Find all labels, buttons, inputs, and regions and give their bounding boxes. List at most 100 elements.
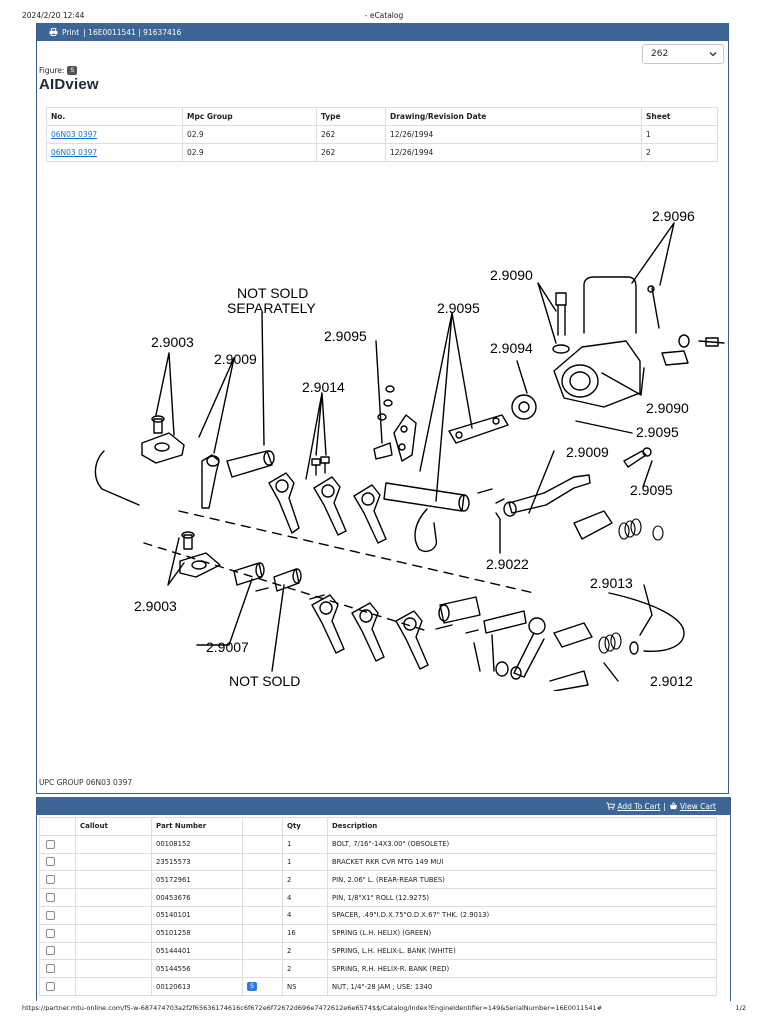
callout-2-9022[interactable]: 2.9022 bbox=[486, 556, 529, 572]
table-row: 06N03 0397 02.9 262 12/26/1994 1 bbox=[46, 125, 718, 144]
figure-badge: S bbox=[67, 66, 78, 75]
col-no: No. bbox=[46, 107, 183, 126]
callout-2-9096[interactable]: 2.9096 bbox=[652, 208, 695, 224]
description-cell: BOLT, 7/16"-14X3.00" (OBSOLETE) bbox=[327, 834, 717, 854]
row-checkbox[interactable] bbox=[46, 982, 55, 992]
row-checkbox[interactable] bbox=[46, 839, 55, 849]
description-cell: SPRING, L.H. HELIX-L. BANK (WHITE) bbox=[327, 941, 717, 961]
parts-panel-header: Add To Cart | View Cart bbox=[37, 797, 730, 815]
add-to-cart-button[interactable]: Add To Cart bbox=[606, 802, 660, 811]
view-cart-label: View Cart bbox=[679, 801, 716, 811]
callout-2-9014[interactable]: 2.9014 bbox=[302, 379, 345, 395]
exploded-parts-drawing[interactable]: 2.9096 2.9090 NOT SOLD SEPARATELY 2.9095… bbox=[84, 193, 758, 691]
badge-cell bbox=[242, 870, 283, 890]
row-checkbox[interactable] bbox=[46, 928, 55, 938]
figure-label: Figure: S bbox=[39, 66, 78, 75]
drawing-link[interactable]: 06N03 0397 bbox=[51, 130, 98, 139]
print-datetime: 2024/2/20 12:44 bbox=[22, 11, 85, 20]
figure-panel-header: Print | 16E0011541 | 91637416 bbox=[37, 23, 728, 41]
table-row: 06N03 0397 02.9 262 12/26/1994 2 bbox=[46, 143, 718, 162]
part-number-cell: 05140101 bbox=[151, 905, 243, 925]
callout-cell bbox=[75, 834, 152, 854]
cart-icon bbox=[606, 802, 616, 810]
badge-cell bbox=[242, 905, 283, 925]
callout-2-9095[interactable]: 2.9095 bbox=[324, 328, 367, 344]
description-cell: BRACKET RKR CVR MTG 149 MUI bbox=[327, 852, 717, 872]
upc-group-caption: UPC GROUP 06N03 0397 bbox=[39, 778, 133, 787]
table-cell: 02.9 bbox=[182, 143, 317, 162]
callout-2-9090[interactable]: 2.9090 bbox=[646, 400, 689, 416]
figure-table-header: No. Mpc Group Type Drawing/Revision Date… bbox=[46, 107, 718, 126]
part-number-cell: 23515573 bbox=[151, 852, 243, 872]
col-sheet: Sheet bbox=[641, 107, 718, 126]
qty-cell: 2 bbox=[282, 870, 328, 890]
drawing-link[interactable]: 06N03 0397 bbox=[51, 148, 98, 157]
supersession-badge[interactable]: S bbox=[247, 982, 257, 992]
callout-labels: 2.9096 2.9090 NOT SOLD SEPARATELY 2.9095… bbox=[134, 208, 695, 689]
view-cart-button[interactable]: View Cart bbox=[669, 802, 716, 811]
callout-cell bbox=[75, 888, 152, 907]
row-checkbox[interactable] bbox=[46, 875, 55, 885]
col-description: Description bbox=[327, 817, 717, 836]
callout-2-9013[interactable]: 2.9013 bbox=[590, 575, 633, 591]
callout-2-9009[interactable]: 2.9009 bbox=[566, 444, 609, 460]
part-number-cell: 00453676 bbox=[151, 888, 243, 907]
description-cell: SPRING, R.H. HELIX-R. BANK (RED) bbox=[327, 959, 717, 979]
callout-2-9003[interactable]: 2.9003 bbox=[151, 334, 194, 350]
callout-2-9003[interactable]: 2.9003 bbox=[134, 598, 177, 614]
figure-panel: Print | 16E0011541 | 91637416 262 Figure… bbox=[36, 23, 729, 794]
callout-2-9095[interactable]: 2.9095 bbox=[630, 482, 673, 498]
description-cell: SPACER, .49"I.D.X.75"O.D.X.67" THK. (2.9… bbox=[327, 905, 717, 925]
qty-cell: 2 bbox=[282, 959, 328, 979]
figure-table: No. Mpc Group Type Drawing/Revision Date… bbox=[46, 107, 718, 162]
qty-cell: 4 bbox=[282, 905, 328, 925]
callout-cell bbox=[75, 923, 152, 943]
callout-2-9012[interactable]: 2.9012 bbox=[650, 673, 693, 689]
table-cell: 2 bbox=[641, 143, 718, 162]
row-checkbox[interactable] bbox=[46, 946, 55, 956]
callout-2-9007[interactable]: 2.9007 bbox=[206, 639, 249, 655]
callout-2-9095[interactable]: 2.9095 bbox=[636, 424, 679, 440]
callout-2-9094[interactable]: 2.9094 bbox=[490, 340, 533, 356]
table-cell: 1 bbox=[641, 125, 718, 144]
parts-panel: Add To Cart | View Cart Callout Part Num… bbox=[36, 797, 731, 1001]
callout-2-9009[interactable]: 2.9009 bbox=[214, 351, 257, 367]
badge-cell bbox=[242, 888, 283, 907]
separator: | bbox=[663, 801, 666, 811]
col-badge bbox=[242, 817, 283, 836]
sheet-select[interactable]: 262 bbox=[642, 44, 724, 64]
badge-cell: S bbox=[242, 977, 283, 996]
row-checkbox[interactable] bbox=[46, 910, 55, 920]
callout-2-9095[interactable]: 2.9095 bbox=[437, 300, 480, 316]
col-qty: Qty bbox=[282, 817, 328, 836]
badge-cell bbox=[242, 852, 283, 872]
basket-icon bbox=[669, 802, 678, 810]
row-checkbox[interactable] bbox=[46, 893, 55, 903]
not-sold-label: SEPARATELY bbox=[227, 300, 316, 316]
print-button[interactable]: Print | 16E0011541 | 91637416 bbox=[49, 28, 181, 37]
col-type: Type bbox=[316, 107, 386, 126]
row-checkbox[interactable] bbox=[46, 964, 55, 974]
callout-cell bbox=[75, 852, 152, 872]
serial-info: | 16E0011541 | 91637416 bbox=[83, 27, 182, 37]
not-sold-label: NOT SOLD bbox=[237, 285, 308, 301]
callout-2-9090[interactable]: 2.9090 bbox=[490, 267, 533, 283]
row-checkbox[interactable] bbox=[46, 857, 55, 867]
description-cell: PIN, 1/8"X1" ROLL (12.9275) bbox=[327, 888, 717, 907]
sheet-select-value: 262 bbox=[651, 49, 669, 59]
parts-table-header: Callout Part Number Qty Description bbox=[39, 817, 717, 836]
callout-cell bbox=[75, 959, 152, 979]
callout-cell bbox=[75, 941, 152, 961]
table-cell: 262 bbox=[316, 143, 386, 162]
col-mpc-group: Mpc Group bbox=[182, 107, 317, 126]
part-number-cell: 05172961 bbox=[151, 870, 243, 890]
